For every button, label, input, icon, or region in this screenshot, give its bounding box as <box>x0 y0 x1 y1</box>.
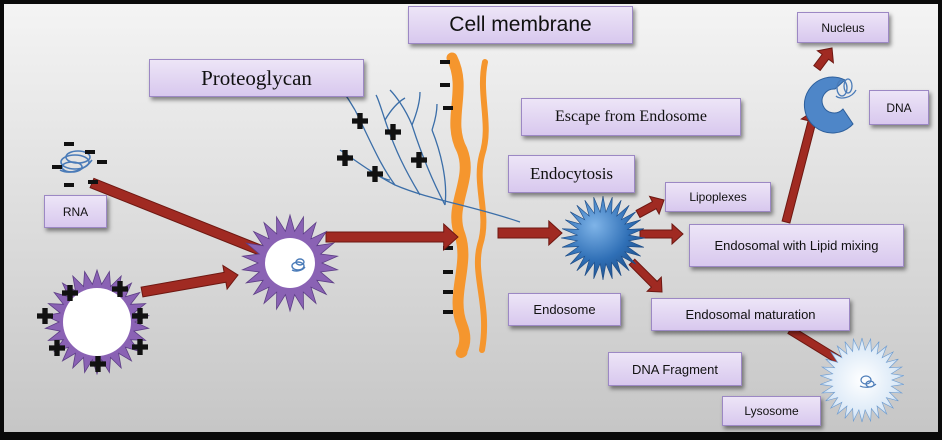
rna-coil-icon <box>59 150 93 173</box>
flow-arrow <box>325 222 459 252</box>
flow-arrow <box>639 222 684 246</box>
proteoglycan-positive-charges <box>337 113 428 182</box>
lipoplex <box>241 213 339 313</box>
lipoplex-core <box>265 238 315 288</box>
vesicle-core <box>63 288 131 356</box>
negative-charge-icon <box>52 165 62 169</box>
label-dna-fragment: DNA Fragment <box>608 352 742 386</box>
positive-charge-icon <box>90 356 107 373</box>
negative-charge-icon <box>440 83 450 87</box>
negative-charge-icon <box>443 106 453 110</box>
negative-charge-icon <box>88 180 98 184</box>
membrane-inner-band <box>474 59 489 353</box>
label-cell-membrane: Cell membrane <box>408 6 633 44</box>
negative-charge-icon <box>443 290 453 294</box>
membrane-outer-band <box>446 52 471 359</box>
cell-membrane-layer <box>446 52 489 359</box>
flow-arrow <box>140 264 239 298</box>
negative-charge-icon <box>64 142 74 146</box>
negative-charge-icon <box>440 60 450 64</box>
nucleus-body <box>803 76 857 134</box>
negative-charge-icon <box>443 310 453 314</box>
flow-arrow <box>628 258 663 293</box>
positive-charge-icon <box>49 340 65 357</box>
label-endosome: Endosome <box>508 293 621 326</box>
positive-charge-icon <box>132 339 148 356</box>
label-proteoglycan: Proteoglycan <box>149 59 364 97</box>
rna-complex <box>52 142 107 187</box>
negative-charge-icon <box>85 150 95 154</box>
dna-coil-icon <box>835 78 857 99</box>
flow-arrow <box>813 47 835 72</box>
label-lysosome: Lysosome <box>722 396 821 426</box>
cationic-vesicle <box>37 268 150 376</box>
label-endosomal-lipid-mixing: Endosomal with Lipid mixing <box>689 224 904 267</box>
endosome-body <box>560 195 646 281</box>
negative-charge-icon <box>443 270 453 274</box>
lysosome-body <box>820 337 904 423</box>
background-panel <box>4 4 938 432</box>
positive-charge-icon <box>111 281 128 298</box>
flow-arrow <box>635 195 665 219</box>
label-lipoplexes: Lipoplexes <box>665 182 771 212</box>
lysosome-spiky-body <box>820 337 904 423</box>
label-dna: DNA <box>869 90 929 125</box>
dna-coil-icon <box>859 375 877 388</box>
flow-arrow <box>497 219 563 247</box>
positive-charge-icon <box>37 308 53 325</box>
positive-charge-icon <box>352 113 369 129</box>
label-endosomal-maturation: Endosomal maturation <box>651 298 850 331</box>
positive-charge-icon <box>337 150 354 166</box>
nucleus-crescent <box>803 76 854 134</box>
positive-charge-icon <box>411 152 428 168</box>
label-endocytosis: Endocytosis <box>508 155 635 193</box>
endosome-spiky-body <box>560 195 646 281</box>
negative-charge-icon <box>443 246 453 250</box>
proteoglycan-branches <box>339 89 521 223</box>
positive-charge-icon <box>367 166 384 182</box>
arrows-layer <box>89 47 845 366</box>
positive-charge-icon <box>62 285 79 302</box>
label-nucleus: Nucleus <box>797 12 889 43</box>
negative-charge-icon <box>64 183 74 187</box>
positive-charge-icon <box>385 124 402 140</box>
label-escape-from-endosome: Escape from Endosome <box>521 98 741 136</box>
negative-charge-icon <box>97 160 107 164</box>
membrane-charges <box>440 60 453 314</box>
rna-coil-icon <box>291 258 306 272</box>
positive-charge-icon <box>132 308 148 325</box>
label-rna: RNA <box>44 195 107 228</box>
